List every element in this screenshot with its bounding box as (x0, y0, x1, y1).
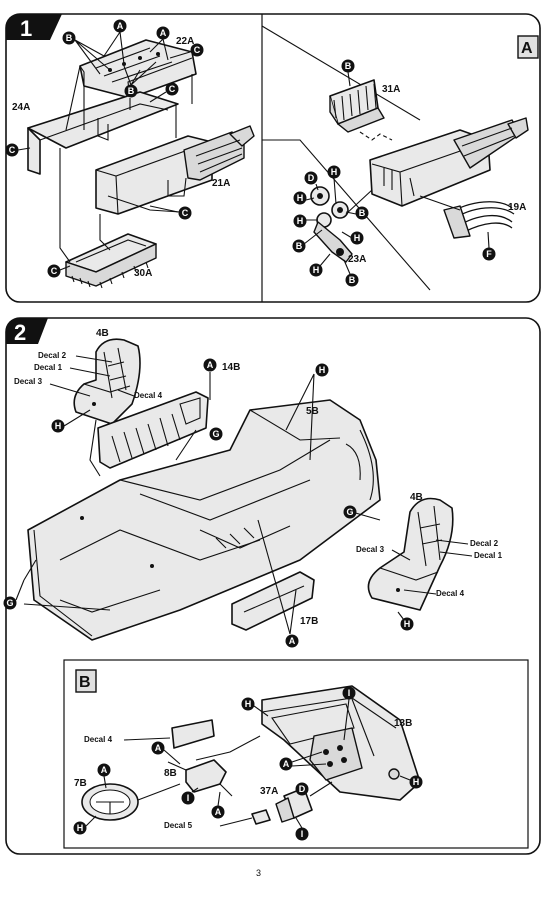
step2-frame (5, 317, 541, 855)
callout-c (5, 143, 19, 157)
callout-h (241, 697, 255, 711)
step1-number-tab (6, 14, 62, 40)
callout-a (285, 634, 299, 648)
inset-a-letter: A (521, 40, 533, 57)
label-decal2-left: Decal 2 (38, 351, 67, 360)
callout-h (73, 821, 87, 835)
part-engine-inset (369, 117, 529, 207)
callout-h (327, 165, 341, 179)
label-17b: 17B (300, 616, 318, 627)
inset-a-tab (517, 35, 539, 59)
label-21a: 21A (212, 178, 230, 189)
callout-a (113, 19, 127, 33)
label-decal4-right: Decal 4 (436, 589, 465, 598)
label-decal5: Decal 5 (164, 821, 193, 830)
callout-d (304, 171, 318, 185)
label-37a: 37A (260, 786, 278, 797)
part-8b (167, 735, 261, 797)
callout-h (350, 231, 364, 245)
callout-c (165, 82, 179, 96)
callout-d (295, 782, 309, 796)
decal-4-panel (171, 719, 215, 749)
callout-a (211, 805, 225, 819)
step2-panel: 2 (3, 317, 541, 855)
part-14b (97, 391, 209, 469)
step1-number: 1 (20, 16, 32, 41)
label-24a: 24A (12, 102, 30, 113)
callout-h (409, 775, 423, 789)
callout-h (293, 191, 307, 205)
callout-a (156, 26, 170, 40)
label-19a: 19A (508, 202, 526, 213)
callout-h (315, 363, 329, 377)
callout-g (343, 505, 357, 519)
inset-b: B (63, 659, 529, 849)
part-23a (310, 186, 353, 263)
step1-frame (5, 13, 541, 303)
callout-b (341, 59, 355, 73)
part-13b-dashboard (261, 685, 421, 801)
label-decal1-left: Decal 1 (34, 363, 63, 372)
inset-b-tab (75, 669, 97, 693)
callout-c (178, 206, 192, 220)
label-4b-right: 4B (410, 492, 423, 503)
inset-b-frame (63, 659, 529, 849)
part-22a (79, 39, 197, 99)
callout-b (345, 273, 359, 287)
inset-b-letter: B (79, 674, 91, 691)
callout-b (292, 239, 306, 253)
step2-number: 2 (14, 320, 26, 345)
callout-a (151, 741, 165, 755)
callout-g (3, 596, 17, 610)
label-23a: 23A (348, 254, 366, 265)
callout-a (203, 358, 217, 372)
part-30a (65, 233, 157, 289)
label-decal4-inset: Decal 4 (84, 735, 113, 744)
callout-c (47, 264, 61, 278)
part-5b-tub (27, 399, 381, 641)
label-decal4-left: Decal 4 (134, 391, 163, 400)
callout-b (124, 84, 138, 98)
label-31a: 31A (382, 84, 400, 95)
page-number: 3 (256, 868, 261, 878)
callout-h (293, 214, 307, 228)
part-19a (443, 201, 515, 239)
inset-a: A (261, 25, 539, 291)
label-decal2-right: Decal 2 (470, 539, 499, 548)
label-30a: 30A (134, 268, 152, 279)
callout-h (51, 419, 65, 433)
part-21a (95, 125, 255, 215)
decal-5-panel (251, 809, 271, 825)
label-8b: 8B (164, 768, 177, 779)
label-5b: 5B (306, 406, 319, 417)
label-decal1-right: Decal 1 (474, 551, 503, 560)
step1-panel: 1 (5, 13, 541, 303)
label-14b: 14B (222, 362, 240, 373)
part-7b-wheel (81, 783, 181, 821)
callout-b (62, 31, 76, 45)
part-4b-seat-left (73, 338, 141, 425)
callout-f (482, 247, 496, 261)
label-decal3-right: Decal 3 (356, 545, 385, 554)
part-4b-seat-right (367, 497, 454, 611)
label-13b: 13B (394, 718, 412, 729)
callout-c (190, 43, 204, 57)
callout-g (209, 427, 223, 441)
callout-i (181, 791, 195, 805)
callout-a (97, 763, 111, 777)
label-7b: 7B (74, 778, 87, 789)
callout-i (342, 686, 356, 700)
label-4b-left: 4B (96, 328, 109, 339)
callout-i (295, 827, 309, 841)
part-17b (231, 571, 315, 631)
part-31a (329, 79, 385, 133)
callout-a (279, 757, 293, 771)
callout-h (400, 617, 414, 631)
part-24a (27, 91, 179, 175)
label-decal3-left: Decal 3 (14, 377, 43, 386)
step2-number-tab (6, 318, 48, 344)
callout-b (355, 206, 369, 220)
label-22a: 22A (176, 36, 194, 47)
